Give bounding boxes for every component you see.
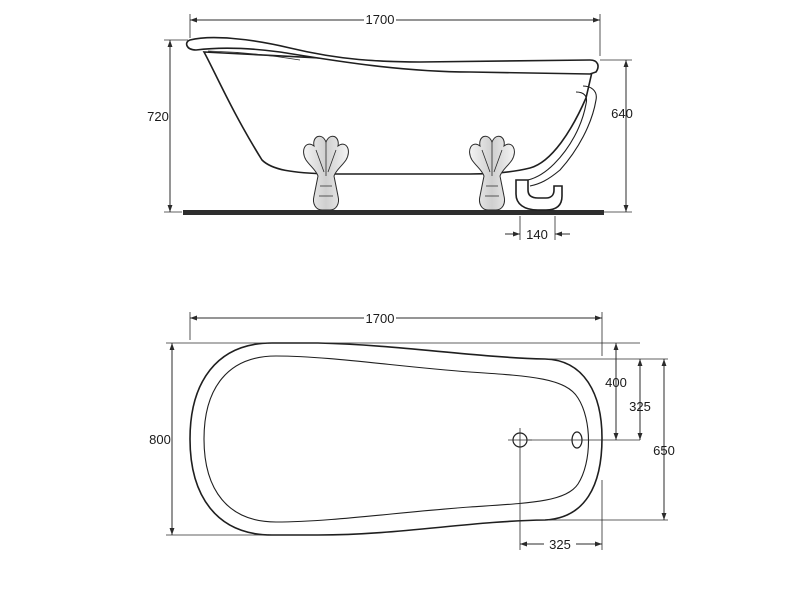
dimension-400: 400 xyxy=(605,343,627,440)
floor-line xyxy=(183,210,604,215)
claw-foot-right xyxy=(469,135,515,211)
dimension-label-400: 400 xyxy=(605,375,627,390)
dimension-side-length: 1700 xyxy=(189,11,601,56)
dimension-label-width: 800 xyxy=(149,432,171,447)
dimension-label-drain-offset: 140 xyxy=(526,227,548,242)
dimension-label-side-length: 1700 xyxy=(366,12,395,27)
dimension-label-total-height: 720 xyxy=(147,109,169,124)
claw-foot-left xyxy=(303,135,349,211)
drain-trap xyxy=(515,179,563,211)
dimension-total-height: 720 xyxy=(147,39,188,213)
dimension-top-length: 1700 xyxy=(189,310,603,356)
dimension-650: 650 xyxy=(653,359,675,520)
side-view: 1700 720 640 140 xyxy=(147,11,633,242)
dimension-325-vertical: 325 xyxy=(629,359,651,440)
dimension-label-325-horizontal: 325 xyxy=(549,537,571,552)
dimension-width: 800 xyxy=(149,342,268,536)
dimension-label-325-vertical: 325 xyxy=(629,399,651,414)
tub-top-inner xyxy=(203,355,590,523)
dimension-label-rim-height: 640 xyxy=(611,106,633,121)
dimension-325-horizontal: 325 xyxy=(519,452,603,552)
drain-hole xyxy=(508,428,532,452)
overflow-pipe xyxy=(529,85,597,187)
dimension-label-650: 650 xyxy=(653,443,675,458)
tub-side-rim xyxy=(185,36,599,75)
top-view: 1700 800 400 325 650 xyxy=(149,310,675,552)
tub-top-outer xyxy=(189,342,603,536)
dimension-rim-height: 640 xyxy=(600,59,633,213)
dimension-label-top-length: 1700 xyxy=(366,311,395,326)
dimension-drain-offset: 140 xyxy=(505,216,570,242)
rim-inner-line xyxy=(207,50,301,61)
overflow-pipe-inner xyxy=(527,91,588,181)
